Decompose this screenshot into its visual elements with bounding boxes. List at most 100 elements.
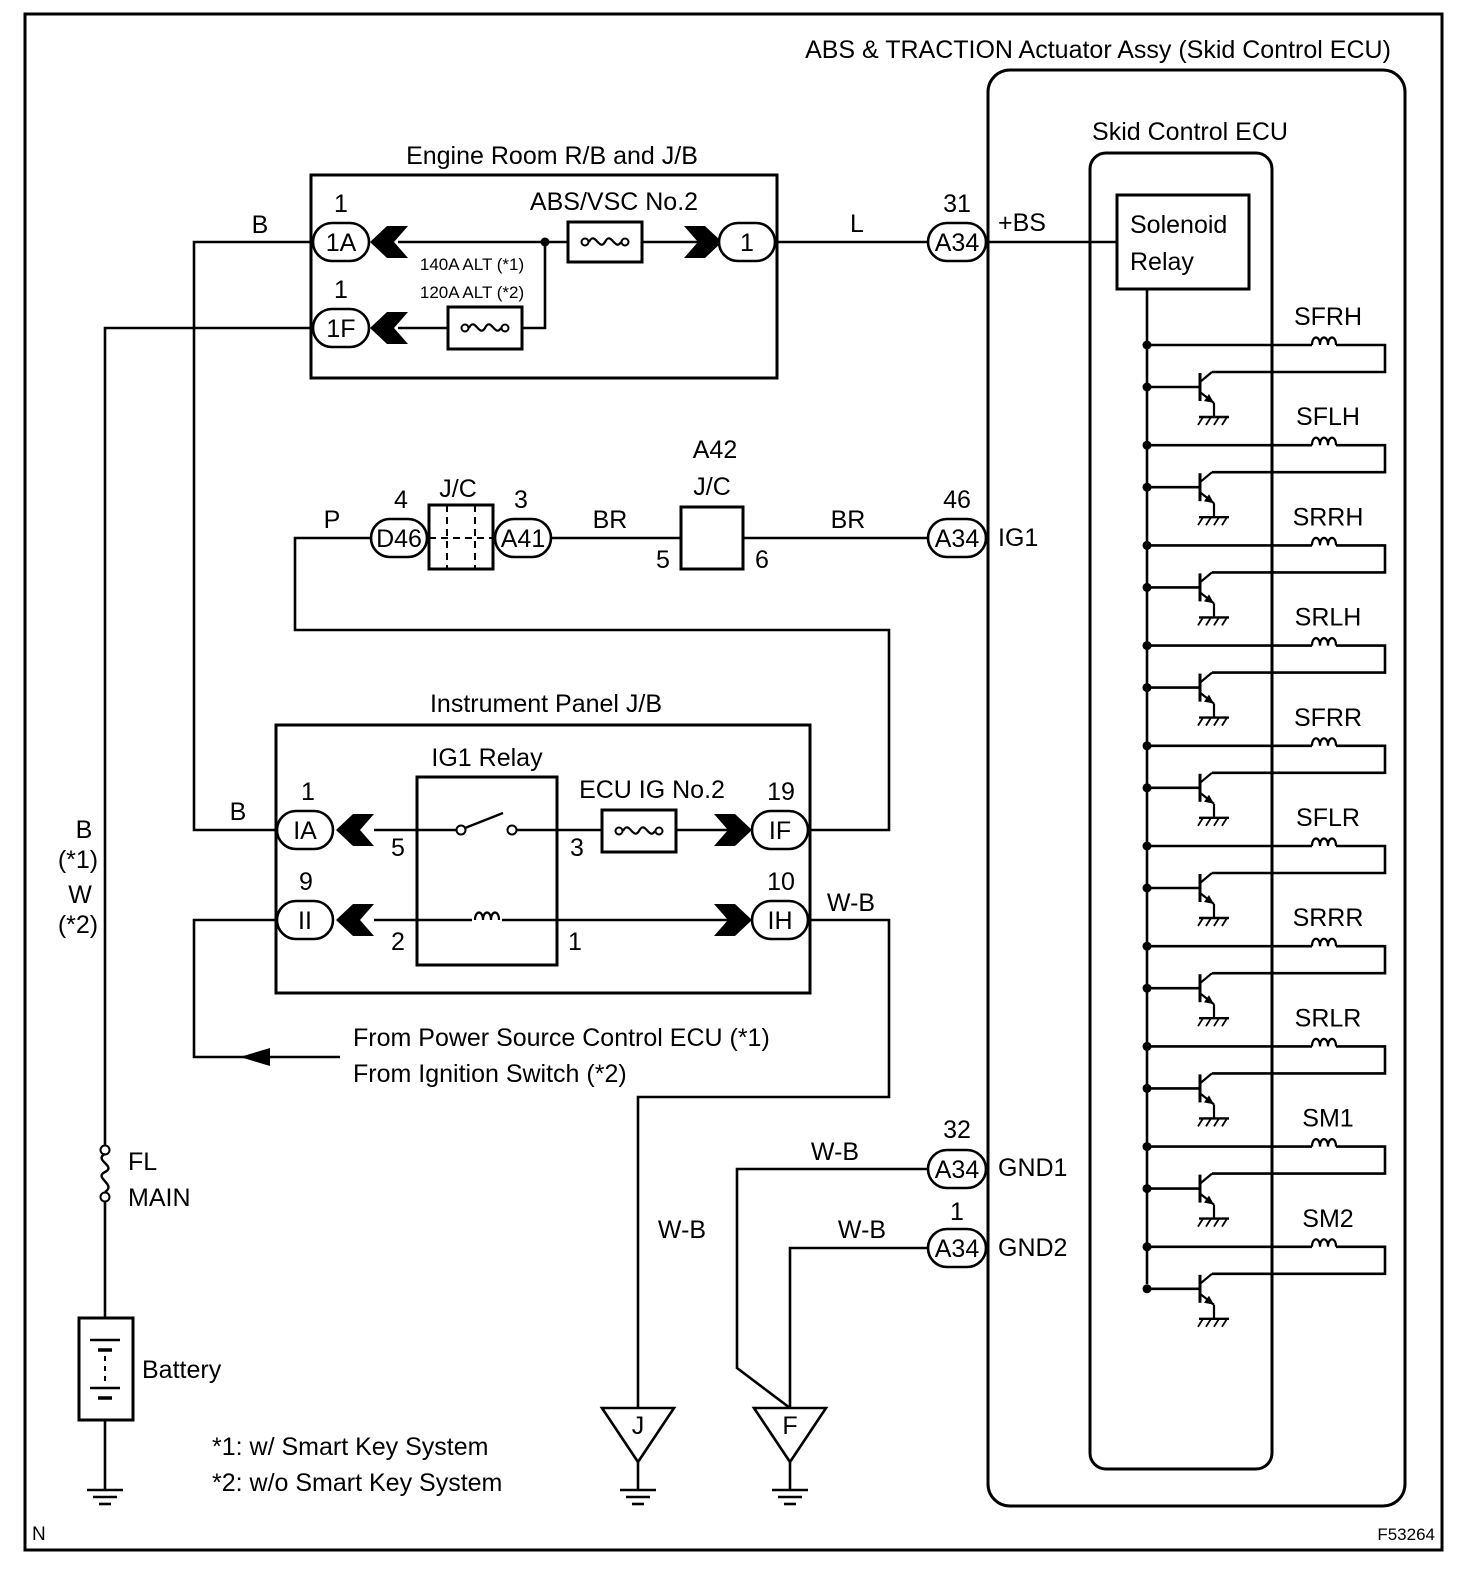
coil-return-sm1	[1212, 1145, 1387, 1175]
coil-return-sfrr	[1212, 744, 1387, 775]
wire-b-mid-label: B	[230, 798, 247, 826]
chassis-ground-line	[1221, 416, 1228, 426]
chassis-ground-line	[1197, 416, 1204, 426]
chassis-ground-line	[1221, 1218, 1228, 1228]
emitter-arrow-sfrr	[1204, 794, 1214, 804]
chassis-ground-line	[1205, 416, 1212, 426]
from-text-1: From Power Source Control ECU (*1)	[353, 1024, 770, 1052]
chassis-ground-icon-sflr	[1197, 916, 1229, 927]
solenoid-label-sflr: SFLR	[1296, 804, 1360, 832]
a42-id: A42	[693, 436, 737, 464]
wire-br-2-label: BR	[831, 506, 866, 534]
solenoid-coil-icon-sm1	[1310, 1138, 1338, 1147]
outer-frame	[23, 12, 1444, 1552]
a42-name: J/C	[693, 473, 731, 501]
chassis-ground-line	[1197, 817, 1204, 827]
ground-point-j	[599, 1406, 677, 1465]
chassis-ground-line	[1221, 917, 1228, 927]
fl-main-symbol	[100, 1152, 110, 1193]
a42-pin6: 6	[755, 546, 769, 574]
wire-left-w: W	[68, 881, 92, 909]
ground-f-icon	[770, 1488, 810, 1506]
abs-vsc-fuse-symbol	[580, 237, 630, 247]
chassis-ground-line	[1205, 1017, 1212, 1027]
connector-if-label: IF	[769, 817, 791, 845]
emitter-arrow-sfrh	[1204, 394, 1214, 403]
pin-bs-name: +BS	[998, 209, 1046, 237]
connector-ia-label: IA	[293, 817, 317, 845]
connector-ih-label: IH	[768, 907, 793, 935]
corner-letter: N	[32, 1524, 46, 1545]
relay-switch-arm	[464, 811, 504, 830]
emitter-arrow-srrr	[1204, 995, 1214, 1005]
chassis-ground-line	[1221, 516, 1228, 526]
jc-name: J/C	[439, 475, 477, 503]
coil-return-srlh	[1212, 644, 1387, 674]
emitter-arrow-sm2	[1204, 1295, 1214, 1305]
wire-l-label: L	[850, 210, 864, 238]
pin-gnd1-num: 32	[943, 1116, 971, 1144]
coil-return-sfrh	[1212, 343, 1387, 374]
transistor-collector-sflh	[1199, 471, 1213, 484]
solenoid-label-sm1: SM1	[1302, 1105, 1353, 1133]
connector-a34-gnd2-label: A34	[935, 1235, 980, 1263]
emitter-arrow-sflr	[1204, 895, 1214, 904]
solenoid-coil-icon-srlh	[1310, 637, 1338, 646]
coil-return-srlr	[1212, 1045, 1387, 1075]
transistor-collector-sm2	[1199, 1272, 1213, 1285]
chassis-ground-line	[1197, 516, 1204, 526]
chassis-ground-line	[1205, 1318, 1212, 1328]
chassis-ground-icon-sm2	[1197, 1317, 1229, 1328]
chassis-ground-line	[1197, 1017, 1204, 1027]
abs-vsc-fuse-label: ABS/VSC No.2	[530, 188, 698, 216]
chassis-ground-line	[1205, 717, 1212, 727]
connector-a41-num: 3	[514, 486, 528, 514]
figure-id: F53264	[1377, 1525, 1435, 1544]
wire-wb-ih-label: W-B	[827, 889, 875, 917]
ground-j-label: J	[632, 1412, 645, 1440]
pin-gnd1-name: GND1	[998, 1154, 1067, 1182]
arrow-1a	[370, 226, 408, 258]
coil-return-sflr	[1212, 844, 1387, 875]
emitter-arrow-sm1	[1204, 1195, 1214, 1205]
relay-switch-contact-a	[455, 824, 467, 836]
fl-label: FL	[128, 1148, 157, 1176]
chassis-ground-icon-srrh	[1197, 616, 1229, 626]
chassis-ground-line	[1205, 1117, 1212, 1127]
wire-gnd2	[788, 1246, 928, 1408]
connector-ia-num: 1	[301, 778, 315, 806]
connector-if-num: 19	[767, 778, 795, 806]
solenoid-coil-icon-sfrr	[1310, 737, 1338, 746]
er-wire-alt	[522, 242, 547, 330]
arrow-out-1	[684, 226, 722, 258]
emitter-arrow-sflh	[1204, 494, 1214, 504]
wire-wb-j-label: W-B	[658, 1216, 706, 1244]
connector-out-1-label: 1	[740, 229, 754, 257]
chassis-ground-line	[1205, 516, 1212, 526]
pin-ig1-name: IG1	[998, 524, 1038, 552]
skid-ecu-box	[1088, 151, 1274, 1471]
transistor-collector-srrh	[1199, 571, 1213, 584]
note-2: *2: w/o Smart Key System	[212, 1469, 502, 1497]
note-1: *1: w/ Smart Key System	[212, 1433, 488, 1461]
relay-pin-3: 3	[570, 834, 584, 862]
connector-1a-label: 1A	[326, 229, 357, 257]
from-text-2: From Ignition Switch (*2)	[353, 1060, 627, 1088]
solenoid-coil-icon-sm2	[1310, 1238, 1338, 1247]
emitter-arrow-srrh	[1204, 594, 1214, 604]
chassis-ground-line	[1213, 516, 1220, 526]
chassis-ground-line	[1197, 1318, 1204, 1328]
chassis-ground-icon-sm1	[1197, 1217, 1229, 1228]
arrow-ih	[714, 904, 752, 936]
solenoid-label-srrh: SRRH	[1293, 503, 1364, 531]
chassis-ground-line	[1213, 1017, 1220, 1027]
wire-wb-gnd2-label: W-B	[838, 1216, 886, 1244]
emitter-arrow-srlr	[1204, 1095, 1214, 1105]
transistor-collector-srrr	[1199, 972, 1213, 985]
ip-jb-box	[274, 723, 812, 995]
chassis-ground-line	[1205, 616, 1212, 626]
relay-pin-5: 5	[391, 834, 405, 862]
solenoid-coil-icon-srrr	[1310, 937, 1338, 947]
